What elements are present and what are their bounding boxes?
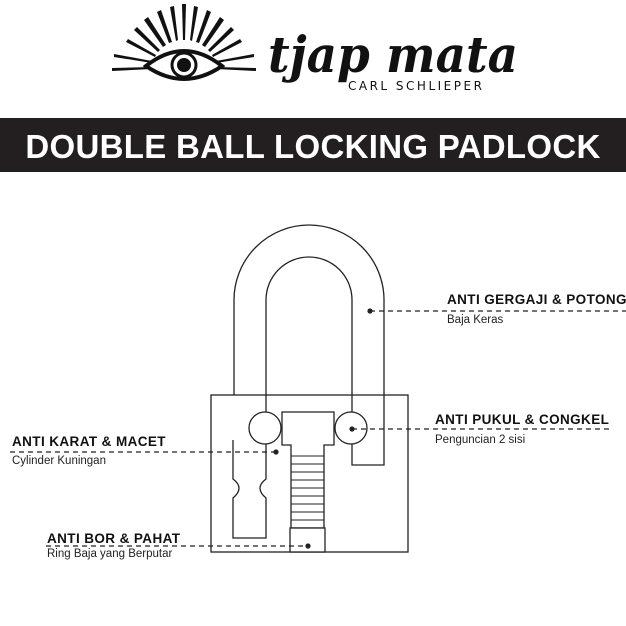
callout-shackle-title: ANTI GERGAJI & POTONG [447,292,626,307]
cylinder-grooves [291,455,324,521]
padlock-shackle [233,224,385,466]
callout-balls-subtitle: Penguncian 2 sisi [435,434,526,446]
callout-shackle-subtitle: Baja Keras [447,314,504,326]
callout-ring-title: ANTI BOR & PAHAT [47,531,181,546]
callout-cylinder-subtitle: Cylinder Kuningan [12,455,106,467]
callout-ring-subtitle: Ring Baja yang Berputar [47,548,173,560]
leader-dot-ring [305,543,311,549]
brand-maker: CARL SCHLIEPER [348,79,484,93]
callout-balls-title: ANTI PUKUL & CONGKEL [435,412,610,427]
padlock-diagram [10,224,626,553]
locking-ball-left [248,411,282,445]
padlock-left-channel [232,440,267,539]
callout-cylinder-title: ANTI KARAT & MACET [12,434,166,449]
page-title: DOUBLE BALL LOCKING PADLOCK [25,128,601,165]
title-banner: DOUBLE BALL LOCKING PADLOCK [0,118,626,172]
brand-logo: tjap mata CARL SCHLIEPER [112,4,518,93]
leader-dot-balls [349,426,355,432]
leader-dot-shackle [367,308,373,314]
eye-with-rays-icon [112,4,256,81]
padlock-cylinder [281,411,335,529]
brand-name: tjap mata [268,25,518,84]
leader-dot-cylinder [273,449,279,455]
